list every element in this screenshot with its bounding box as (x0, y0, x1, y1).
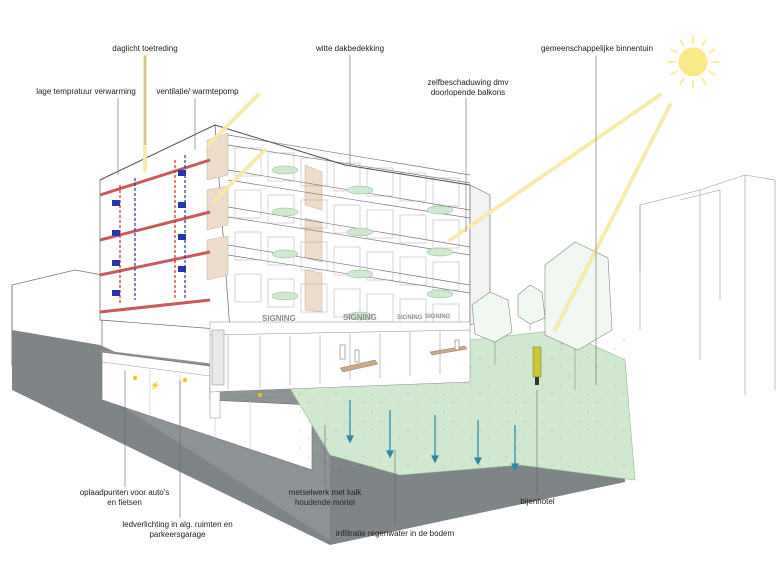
label-ledverlichting: ledverlichting in alg. ruimten en parkee… (122, 520, 233, 539)
floor-slab (99, 158, 211, 197)
balcony-edge (227, 216, 471, 256)
window (300, 199, 328, 229)
window (366, 167, 394, 197)
label-daglicht-toetreding: daglicht toetreding (112, 44, 178, 53)
tree-2 (517, 284, 546, 330)
window (399, 256, 427, 286)
window (333, 204, 361, 234)
rain-arrowhead (386, 450, 394, 459)
sun-icon (667, 36, 719, 88)
label-metselwerk: metselwerk met kalk houdende mortel (288, 488, 362, 507)
floor-slab (99, 250, 211, 277)
neighbour-buildings (639, 174, 776, 395)
window (300, 283, 328, 313)
window (234, 231, 262, 261)
balcony-plant (271, 249, 299, 259)
sun-ray-short (679, 77, 685, 85)
tree-3 (544, 241, 613, 390)
rain-arrowhead (511, 463, 519, 472)
shop-sign-1: SIGNING (262, 314, 296, 323)
heater-unit (178, 234, 186, 240)
balcony-plant (271, 291, 299, 301)
rain-arrowhead (346, 435, 354, 444)
sun-ray-short (670, 70, 678, 76)
balcony-plant (346, 269, 374, 279)
heater-unit (178, 170, 186, 176)
heater-unit (112, 200, 120, 206)
sun-ray (206, 93, 260, 147)
trees (471, 241, 613, 390)
heater-unit (112, 230, 120, 236)
tree-1 (471, 291, 513, 365)
balcony-plant (346, 311, 374, 321)
shop-sign-3: SIGNING (397, 315, 423, 321)
sun-ray-short (701, 77, 707, 85)
balcony-plant (426, 247, 454, 257)
label-lage-temperatuur-verwarming: lage tempratuur verwarming (36, 87, 136, 96)
label-zelfbeschaduwing: zelfbeschaduwing dmv doorlopende balkons (427, 78, 509, 97)
sun-ray-short (679, 39, 685, 47)
window (300, 157, 328, 187)
shop-sign-2: SIGNING (343, 313, 377, 322)
label-infiltratie-regenwater: infiltratie regenwater in de bodem (335, 529, 455, 538)
window (366, 251, 394, 281)
balcony-plant (346, 185, 374, 195)
label-ventilatie-warmtepomp: ventilatie/ warmtepomp (156, 87, 239, 96)
sun-ray (553, 103, 672, 332)
window (333, 162, 361, 192)
label-gemeenschappelijke-binnentuin: gemeenschappelijke binnentuin (540, 44, 654, 53)
window (432, 177, 460, 207)
light-bulb-icons (133, 376, 262, 397)
window (333, 246, 361, 276)
people-figures (339, 339, 460, 363)
window (333, 288, 361, 318)
balcony-plant (346, 227, 374, 237)
sun-ray (213, 148, 267, 202)
floor-slab (99, 298, 211, 314)
window (432, 261, 460, 291)
balcony-plant (426, 289, 454, 299)
sun-ray-short (670, 48, 678, 54)
window (366, 209, 394, 239)
label-bijenhotel: bijenhotel (520, 497, 555, 506)
balcony-edge (227, 206, 471, 248)
balcony-plant (426, 205, 454, 215)
window (234, 147, 262, 177)
bee-hotel (532, 346, 542, 385)
heater-unit (112, 290, 120, 296)
rain-arrowhead (474, 457, 482, 466)
window (399, 214, 427, 244)
label-witte-dakbedekking: witte dakbedekking (315, 44, 385, 53)
balcony-edge (227, 244, 471, 286)
leader-lines (117, 55, 597, 526)
sun-ray-short (708, 70, 716, 76)
window (399, 172, 427, 202)
sun-ray-short (701, 39, 707, 47)
rain-arrowhead (431, 455, 439, 464)
balcony-edge (227, 144, 471, 184)
balcony-plant (271, 207, 299, 217)
label-oplaadpunten: oplaadpunten voor auto's en fietsen (79, 488, 170, 507)
window (234, 273, 262, 303)
heater-unit (178, 202, 186, 208)
heater-unit (178, 266, 186, 272)
heater-unit (112, 260, 120, 266)
charging-icon: ⚡ (150, 380, 160, 390)
window (300, 241, 328, 271)
sun-ray-short (708, 48, 716, 54)
shop-sign-4: SIGNING (425, 314, 451, 320)
sun-ray (448, 93, 662, 242)
window (234, 189, 262, 219)
balcony-plant (271, 165, 299, 175)
